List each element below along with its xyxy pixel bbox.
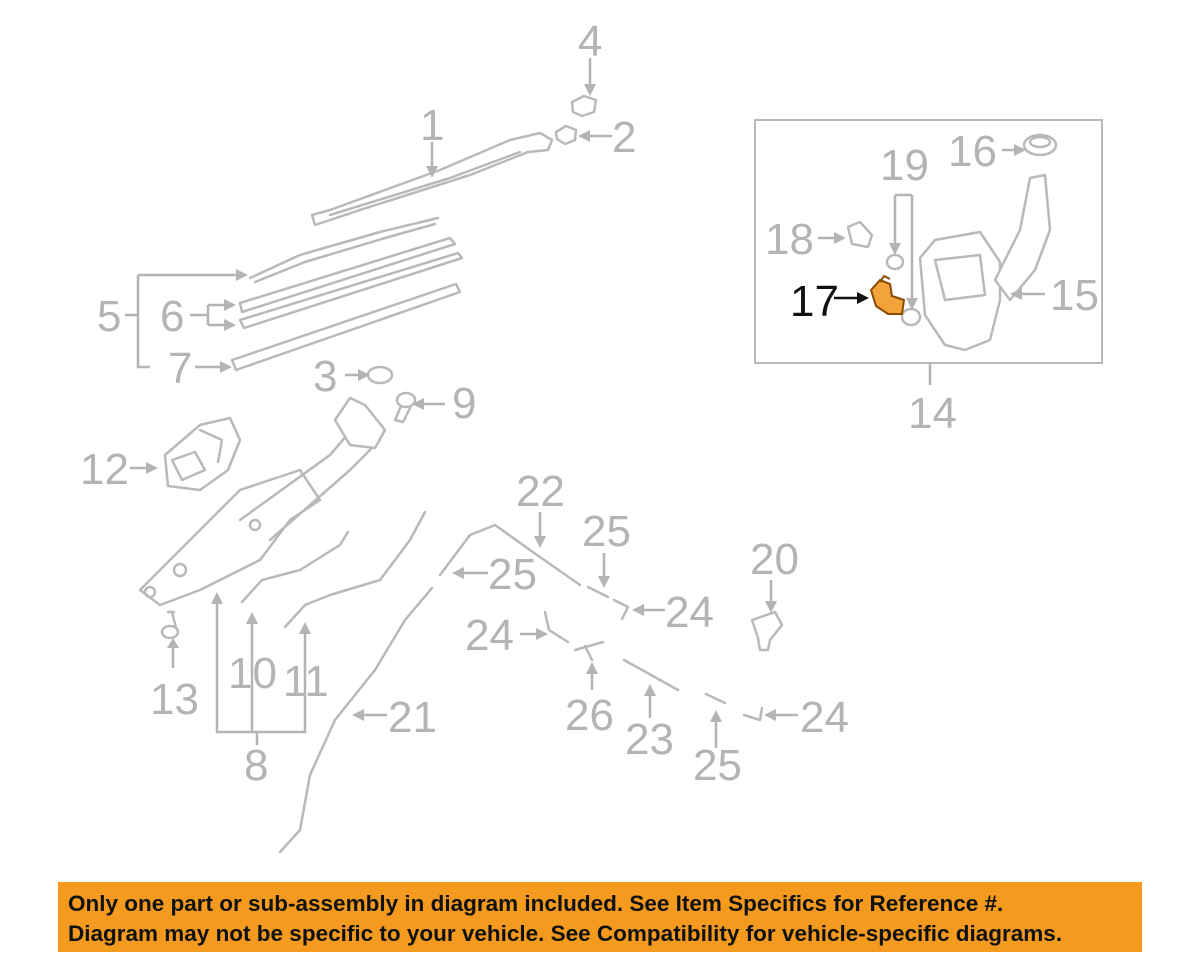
callout-13: 13 bbox=[150, 675, 199, 724]
callout-14: 14 bbox=[908, 389, 957, 438]
wiper-blades-part bbox=[230, 216, 464, 372]
callout-24b: 24 bbox=[465, 611, 514, 660]
grommet-19a-part bbox=[885, 253, 905, 271]
grommet-19b-part bbox=[900, 307, 922, 327]
callout-20: 20 bbox=[750, 535, 799, 584]
callout-26: 26 bbox=[565, 691, 614, 740]
callout-25b: 25 bbox=[488, 550, 537, 599]
washer-nozzle-part bbox=[750, 610, 784, 652]
callout-8: 8 bbox=[244, 741, 268, 790]
washer-reservoir-part bbox=[918, 173, 1052, 352]
callout-3: 3 bbox=[313, 352, 337, 401]
callout-12: 12 bbox=[80, 445, 129, 494]
callout-1: 1 bbox=[420, 101, 444, 150]
disclaimer-banner: Only one part or sub-assembly in diagram… bbox=[58, 882, 1142, 952]
callout-11: 11 bbox=[283, 657, 329, 706]
callout-22: 22 bbox=[516, 467, 565, 516]
callout-19: 19 bbox=[880, 141, 929, 190]
washer-part bbox=[366, 365, 394, 385]
callout-16: 16 bbox=[948, 127, 997, 176]
hose-elbow-24-right bbox=[612, 598, 630, 621]
washer-level-sensor-part bbox=[846, 220, 874, 249]
callout-15: 15 bbox=[1050, 271, 1099, 320]
wiper-arm-part bbox=[310, 131, 554, 227]
pivot-bolt-part bbox=[393, 391, 417, 424]
connector-26-part bbox=[573, 640, 605, 662]
callout-6: 6 bbox=[160, 292, 184, 341]
callout-10: 10 bbox=[228, 649, 277, 698]
callout-18: 18 bbox=[765, 215, 814, 264]
callout-4: 4 bbox=[578, 17, 602, 66]
link-rod-10-part bbox=[240, 530, 350, 604]
arm-cap-part bbox=[570, 94, 598, 118]
callout-24a: 24 bbox=[665, 588, 714, 637]
callout-5: 5 bbox=[97, 292, 121, 341]
callout-labels: 1 2 3 4 5 6 7 8 9 10 11 12 13 14 15 16 1… bbox=[80, 17, 1099, 790]
hose-joint-25-top bbox=[586, 585, 610, 599]
callout-24c: 24 bbox=[800, 693, 849, 742]
washer-hose-23-part bbox=[622, 658, 680, 692]
callout-9: 9 bbox=[452, 379, 476, 428]
disclaimer-line-2: Diagram may not be specific to your vehi… bbox=[68, 921, 1063, 946]
leader-lines bbox=[125, 58, 1045, 748]
callout-25a: 25 bbox=[582, 507, 631, 556]
hose-joint-25-bottom bbox=[704, 692, 727, 705]
wiper-linkage-part bbox=[138, 396, 387, 607]
callout-17: 17 bbox=[790, 277, 839, 326]
callout-7: 7 bbox=[168, 344, 192, 393]
hose-elbow-24-bottom bbox=[742, 706, 764, 722]
reservoir-cap-part bbox=[1022, 133, 1058, 157]
inset-box bbox=[754, 119, 1103, 364]
disclaimer-line-1: Only one part or sub-assembly in diagram… bbox=[68, 891, 1004, 916]
arm-nut-part bbox=[554, 124, 578, 146]
washer-pump-part bbox=[870, 274, 905, 315]
callout-25c: 25 bbox=[693, 741, 742, 790]
callout-21: 21 bbox=[388, 693, 437, 742]
parts-diagram: 1 2 3 4 5 6 7 8 9 10 11 12 13 14 15 16 1… bbox=[80, 17, 1103, 854]
callout-2: 2 bbox=[612, 113, 636, 162]
washer-hose-21-part bbox=[278, 586, 434, 854]
link-rod-11-part bbox=[283, 510, 427, 629]
wiper-motor-part bbox=[163, 416, 242, 492]
washer-hose-22-part bbox=[438, 523, 582, 587]
hose-elbow-24-left bbox=[543, 610, 570, 644]
callout-23: 23 bbox=[625, 715, 674, 764]
frame-bolt-part bbox=[160, 610, 180, 640]
